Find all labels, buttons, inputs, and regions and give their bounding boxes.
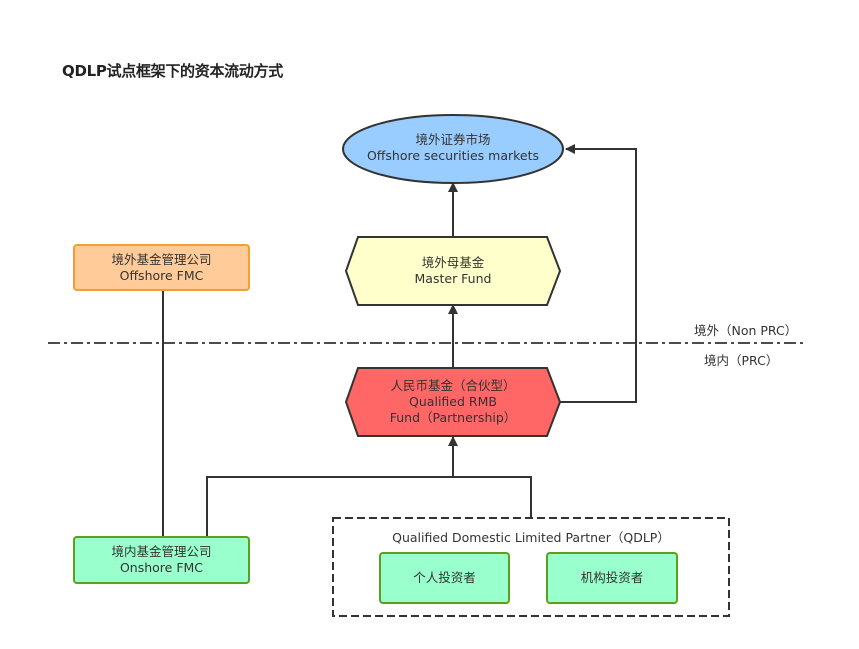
institutional-investor-label: 机构投资者 xyxy=(547,553,677,603)
rmb-fund-zh: 人民币基金（合伙型） xyxy=(390,378,516,393)
individual-investor-label: 个人投资者 xyxy=(380,553,509,603)
institutional-investor-zh: 机构投资者 xyxy=(580,570,644,585)
offshore-market-zh: 境外证券市场 xyxy=(415,132,491,147)
rmb-fund-en1: Qualified RMB xyxy=(409,394,497,409)
institutional-investor-node[interactable] xyxy=(546,552,678,604)
qdlp-group[interactable] xyxy=(332,517,730,617)
qdlp-group-label: Qualified Domestic Limited Partner（QDLP） xyxy=(392,530,670,545)
individual-investor-zh: 个人投资者 xyxy=(413,570,476,585)
region-offshore-label: 境外（Non PRC） xyxy=(694,323,798,338)
rmb-fund-en2: Fund（Partnership） xyxy=(389,410,517,425)
offshore-fmc-node[interactable] xyxy=(73,244,250,291)
investor-connector-line xyxy=(206,476,532,537)
master-fund-en: Master Fund xyxy=(414,271,492,286)
onshore-fmc-en: Onshore FMC xyxy=(119,560,204,575)
offshore-market-en: Offshore securities markets xyxy=(366,148,540,163)
onshore-fmc-node[interactable] xyxy=(73,536,250,584)
diagram-title: QDLP试点框架下的资本流动方式 xyxy=(62,62,283,80)
offshore-fmc-zh: 境外基金管理公司 xyxy=(111,251,212,267)
onshore-fmc-label: 境内基金管理公司 Onshore FMC xyxy=(74,537,249,583)
master-fund-zh: 境外母基金 xyxy=(421,255,485,270)
rmb-fund-node[interactable] xyxy=(344,367,562,437)
master-fund-label: 境外母基金 Master Fund xyxy=(346,248,560,294)
offshore-fmc-label: 境外基金管理公司 Offshore FMC xyxy=(74,245,249,290)
onshore-fmc-zh: 境内基金管理公司 xyxy=(111,544,212,559)
rmb-fund-label: 人民币基金（合伙型） Qualified RMB Fund（Partnershi… xyxy=(346,370,560,434)
offshore-market-node[interactable] xyxy=(342,114,564,184)
offshore-fmc-en: Offshore FMC xyxy=(119,267,204,283)
master-fund-node[interactable] xyxy=(344,236,562,306)
individual-investor-node[interactable] xyxy=(379,552,510,604)
arrow-rmb-direct-to-market xyxy=(560,144,637,403)
region-onshore-label: 境内（PRC） xyxy=(704,353,779,368)
offshore-market-label: 境外证券市场 Offshore securities markets xyxy=(343,125,563,171)
